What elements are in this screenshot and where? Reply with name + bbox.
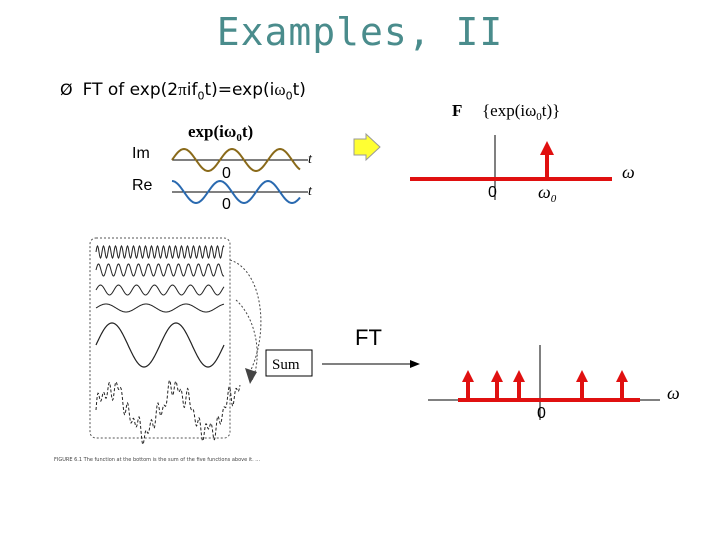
bullet-sub: 0 xyxy=(197,89,205,103)
transform-arrow-icon xyxy=(353,132,381,162)
component-wave xyxy=(95,263,225,277)
f-label: F xyxy=(452,101,462,120)
zero-im-label: 0 xyxy=(222,165,231,182)
t-re-label: t xyxy=(308,184,313,199)
sum-arrow xyxy=(229,259,262,373)
ft-label: FT xyxy=(355,325,382,350)
sum-box xyxy=(265,349,313,377)
im-wave xyxy=(171,147,301,173)
component-wave xyxy=(95,284,225,296)
bullet-omega: ω xyxy=(274,80,286,99)
im-label: Im xyxy=(132,145,150,162)
bullet-text-mid2: t)=exp(i xyxy=(204,80,275,100)
omega0-label: ω0 xyxy=(538,182,557,205)
component-wave xyxy=(95,322,225,368)
re-label: Re xyxy=(132,177,153,194)
sum-arrowhead xyxy=(245,368,257,384)
spectrum-omega-label: ω xyxy=(667,383,680,403)
sum-arrow xyxy=(235,299,258,381)
omega-axis-label: ω xyxy=(622,162,635,182)
spectrum-spikes xyxy=(462,370,628,400)
sum-label: Sum xyxy=(272,357,300,373)
t-im-label: t xyxy=(308,152,313,167)
spectrum-spike-arrowhead xyxy=(513,370,525,382)
right-zero-label: 0 xyxy=(488,184,497,201)
sum-wave xyxy=(95,379,241,446)
figure-caption: FIGURE 6.1 The function at the bottom is… xyxy=(54,457,260,463)
component-wave xyxy=(95,245,225,259)
bullet-text-prefix: FT of exp(2 xyxy=(82,80,179,100)
ft-arrowhead xyxy=(410,360,420,368)
sum-of-sines-figure: FIGURE 6.1 The function at the bottom is… xyxy=(54,237,262,463)
figure-frame xyxy=(89,237,231,439)
spectrum-spike-arrowhead xyxy=(462,370,474,382)
zero-re-label: 0 xyxy=(222,196,231,213)
spectrum-spike-arrowhead xyxy=(491,370,503,382)
f-expression: {exp(iω0t)} xyxy=(482,101,560,123)
bullet-sub: 0 xyxy=(285,89,293,103)
spectrum-zero-label: 0 xyxy=(537,405,546,422)
spectrum-spike-arrowhead xyxy=(576,370,588,382)
spectrum-spike-arrowhead xyxy=(616,370,628,382)
delta-spike-arrowhead xyxy=(540,141,554,155)
re-wave xyxy=(171,179,301,205)
bullet-arrow-icon: Ø xyxy=(60,80,73,99)
exp-label: exp(iω0t) xyxy=(188,122,253,144)
page-title: Examples, II xyxy=(216,10,504,54)
component-wave xyxy=(95,303,225,313)
bullet-text-end: t) xyxy=(292,80,306,100)
bullet-text-mid: if xyxy=(186,80,198,100)
bullet-pi: π xyxy=(178,80,187,99)
